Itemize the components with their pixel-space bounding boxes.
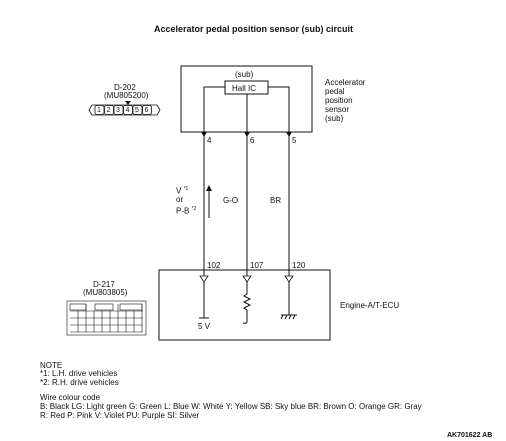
ecu-box — [158, 269, 331, 341]
connector-d202-id: D-202 — [114, 83, 136, 92]
d202-pin-4: 4 — [125, 107, 130, 114]
color-code-heading: Wire colour code — [40, 393, 101, 402]
color-code-line-1: B: Black LG: Light green G: Green L: Blu… — [40, 402, 422, 411]
sensor-name-line-5: (sub) — [325, 114, 344, 123]
d202-pin-5: 5 — [135, 107, 139, 114]
note-1: *1: L.H. drive vehicles — [40, 369, 118, 378]
note-heading: NOTE — [40, 361, 63, 370]
ecu-pin-120: 120 — [292, 261, 306, 270]
connector-d217 — [66, 300, 147, 336]
ecu-resistor — [242, 270, 252, 322]
sensor-name-line-1: Accelerator — [325, 78, 366, 87]
d202-pin-1: 1 — [97, 107, 101, 114]
sensor-name-line-2: pedal — [325, 87, 345, 96]
hall-ic-wire-right — [268, 86, 290, 132]
ecu-resistor-tail — [242, 321, 248, 324]
sensor-name-line-3: position — [325, 96, 353, 105]
wire-mid-color: G-O — [223, 196, 239, 205]
ecu-pin-102: 102 — [207, 261, 221, 270]
sensor-pin-6: 6 — [250, 136, 255, 145]
wire-left-color-1: V *1 — [176, 186, 189, 196]
hall-ic-wire-left — [203, 86, 225, 132]
diagram-title: Accelerator pedal position sensor (sub) … — [154, 24, 354, 34]
sensor-sub-label: (sub) — [235, 70, 254, 79]
wire-left-color-2: P-B *2 — [176, 206, 197, 216]
connector-d202 — [88, 104, 161, 116]
wire-right-color: BR — [270, 196, 282, 205]
ecu-label: Engine-A/T-ECU — [340, 301, 400, 310]
connector-d217-id: D-217 — [93, 280, 115, 289]
supply-voltage-label: 5 V — [198, 322, 211, 331]
sensor-name-line-4: sensor — [325, 105, 350, 114]
figure-code: AK701622 AB — [447, 432, 493, 439]
d202-pin-6: 6 — [144, 107, 149, 114]
sensor-pin-4: 4 — [207, 136, 212, 145]
connector-d217-part: (MU803805) — [83, 288, 128, 297]
wire-left-or: or — [176, 195, 184, 204]
connector-d202-part: (MU805200) — [104, 91, 149, 100]
d202-pin-2: 2 — [106, 107, 111, 114]
color-code-line-2: R: Red P: Pink V: Violet PU: Purple SI: … — [40, 411, 200, 420]
sensor-pin-5: 5 — [292, 136, 297, 145]
ecu-pin-107: 107 — [250, 261, 264, 270]
d202-pin-3: 3 — [116, 107, 120, 114]
hall-ic-label: Hall IC — [232, 84, 257, 93]
note-2: *2: R.H. drive vehicles — [40, 378, 119, 387]
